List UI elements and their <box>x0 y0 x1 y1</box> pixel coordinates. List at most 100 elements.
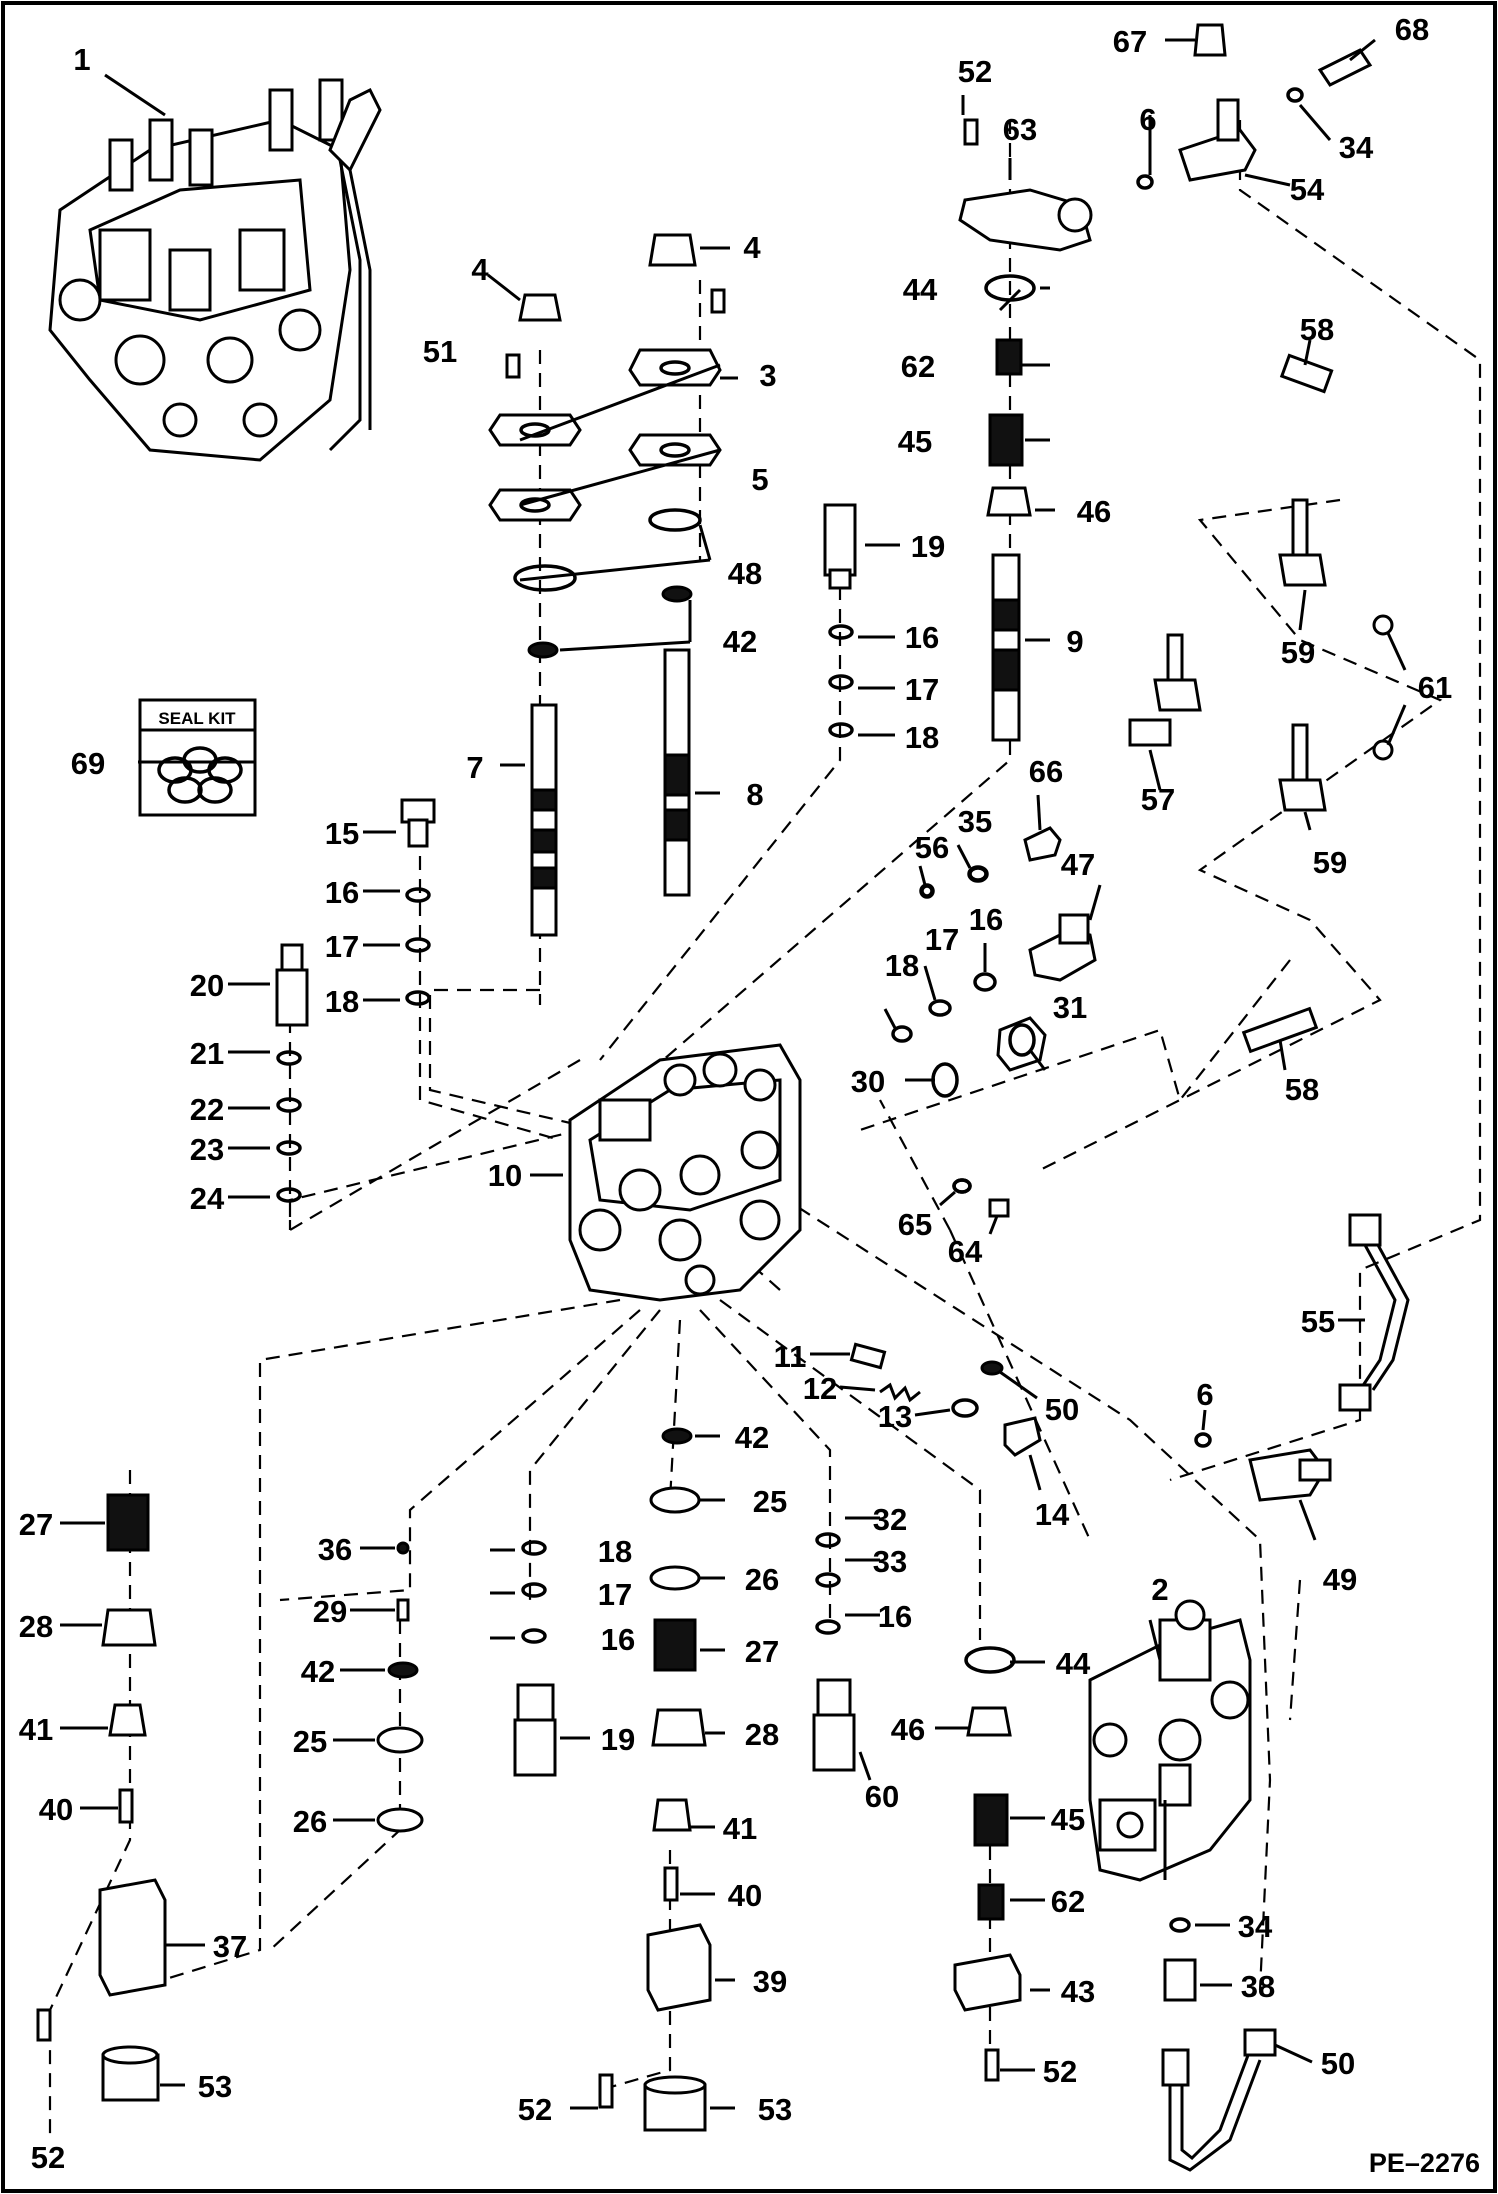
part-label-46a: 46 <box>1077 494 1111 529</box>
part-label-40b: 40 <box>728 1878 762 1913</box>
part-label-2: 2 <box>1151 1572 1168 1607</box>
part-label-68: 68 <box>1395 12 1429 47</box>
washer-parts-26 <box>376 1565 701 1833</box>
part-label-18a: 18 <box>325 984 359 1019</box>
part-label-61: 61 <box>1418 670 1452 705</box>
part-label-9: 9 <box>1066 624 1083 659</box>
part-label-62b: 62 <box>1051 1884 1085 1919</box>
bolt-parts-52 <box>36 118 1000 2109</box>
part-label-52a: 52 <box>958 54 992 89</box>
part-label-58a: 58 <box>1300 312 1334 347</box>
spring-parts-27 <box>106 1493 697 1672</box>
part-label-59a: 59 <box>1281 635 1315 670</box>
valve-section-part-2 <box>1088 1599 1252 1882</box>
part-label-35: 35 <box>958 804 992 839</box>
part-label-29: 29 <box>313 1594 347 1629</box>
valve-assembly-part-1 <box>48 78 382 462</box>
part-label-15: 15 <box>325 816 359 851</box>
part-label-20: 20 <box>190 968 224 1003</box>
part-label-12: 12 <box>803 1371 837 1406</box>
fitting-part-68 <box>1317 48 1373 87</box>
part-label-69: 69 <box>71 746 105 781</box>
cap-part-43 <box>953 1953 1022 2012</box>
part-label-4a: 4 <box>471 252 489 287</box>
cover-part-63 <box>958 188 1093 252</box>
oring-part-65 <box>952 1178 972 1194</box>
pin-parts-40 <box>118 1788 679 1902</box>
flange-parts-3-5 <box>488 348 722 522</box>
oring-part-30 <box>931 1062 959 1098</box>
part-label-24: 24 <box>190 1181 225 1216</box>
part-label-5: 5 <box>751 462 768 497</box>
plug-part-31 <box>996 1016 1047 1072</box>
part-label-48: 48 <box>728 556 762 591</box>
part-label-52c: 52 <box>518 2092 552 2127</box>
part-label-17a: 17 <box>325 929 359 964</box>
valve-body-part-10 <box>568 1043 802 1302</box>
part-label-52b: 52 <box>31 2140 65 2175</box>
part-label-37: 37 <box>213 1929 247 1964</box>
part-label-6a: 6 <box>1139 102 1156 137</box>
valve-parts-58 <box>1241 353 1334 1054</box>
part-label-26b: 26 <box>745 1562 779 1597</box>
part-number-labels: 1 2 3 4 4 5 6 6 7 8 9 10 11 12 13 14 15 … <box>19 12 1452 2175</box>
part-label-32: 32 <box>873 1502 907 1537</box>
part-label-62a: 62 <box>901 349 935 384</box>
valve-part-20 <box>275 943 309 1027</box>
part-label-28b: 28 <box>745 1717 779 1752</box>
plug-part-14 <box>1003 1416 1042 1457</box>
part-label-28a: 28 <box>19 1609 53 1644</box>
valve-part-60 <box>812 1678 856 1772</box>
drawing-code: PE–2276 <box>1369 2148 1480 2178</box>
part-label-57: 57 <box>1141 782 1175 817</box>
part-label-66: 66 <box>1029 754 1063 789</box>
spool-part-8 <box>663 648 691 897</box>
part-label-43: 43 <box>1061 1974 1095 2009</box>
part-label-17b: 17 <box>905 672 939 707</box>
part-label-4b: 4 <box>743 230 761 265</box>
nut-parts-61 <box>1372 614 1394 761</box>
part-label-49: 49 <box>1323 1562 1357 1597</box>
tube-part-55 <box>1338 1213 1410 1412</box>
bolt-parts-51 <box>505 288 726 379</box>
part-label-64: 64 <box>948 1234 983 1269</box>
plunger-part-9 <box>991 553 1021 742</box>
part-label-10: 10 <box>488 1158 522 1193</box>
part-label-7: 7 <box>466 750 483 785</box>
part-label-36: 36 <box>318 1532 352 1567</box>
part-label-8: 8 <box>746 777 763 812</box>
fitting-part-38 <box>1163 1958 1197 2002</box>
part-label-65: 65 <box>898 1207 932 1242</box>
part-label-18c: 18 <box>885 948 919 983</box>
part-label-50b: 50 <box>1321 2046 1355 2081</box>
part-label-60: 60 <box>865 1779 899 1814</box>
part-label-13: 13 <box>878 1399 912 1434</box>
part-label-44b: 44 <box>1056 1646 1091 1681</box>
part-label-59b: 59 <box>1313 845 1347 880</box>
tee-fitting-part-54 <box>1178 98 1257 182</box>
oring-parts-48 <box>513 508 702 592</box>
part-label-22: 22 <box>190 1092 224 1127</box>
part-label-16e: 16 <box>878 1599 912 1634</box>
poppet-part-11 <box>849 1342 887 1370</box>
plug-part-15 <box>400 798 436 848</box>
relief-valve-parts-19 <box>513 503 857 1777</box>
oring-parts-44 <box>964 274 1036 1674</box>
cap-part-67 <box>1193 23 1227 57</box>
part-label-44a: 44 <box>903 272 938 307</box>
cap-part-37 <box>98 1878 167 1997</box>
oring-part-13 <box>951 1398 979 1418</box>
part-label-39: 39 <box>753 1964 787 1999</box>
part-label-42a: 42 <box>723 624 757 659</box>
part-label-23: 23 <box>190 1132 224 1167</box>
part-label-14: 14 <box>1035 1497 1070 1532</box>
part-label-41b: 41 <box>723 1811 757 1846</box>
part-label-16c: 16 <box>969 902 1003 937</box>
part-label-53a: 53 <box>198 2069 232 2104</box>
cap-part-39 <box>646 1923 712 2012</box>
part-label-53b: 53 <box>758 2092 792 2127</box>
part-label-54: 54 <box>1290 172 1325 207</box>
